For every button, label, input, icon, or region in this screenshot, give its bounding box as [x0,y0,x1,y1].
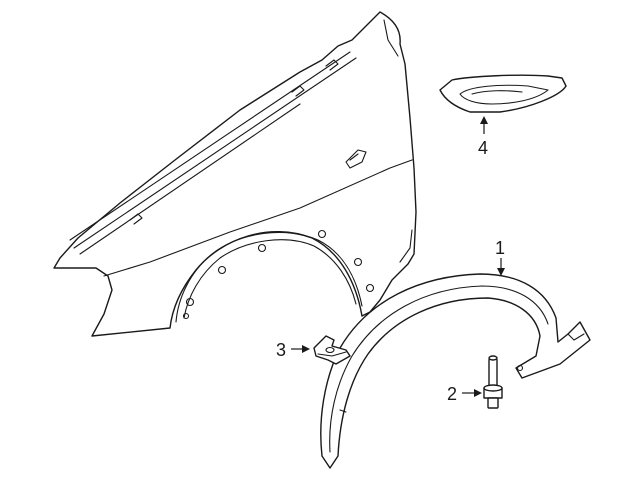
fender-flare-edge [329,285,549,453]
bracket-hole [325,346,335,354]
corner-crease [383,19,399,57]
flange-line-inner [79,103,301,255]
flange-tab [129,213,143,225]
stud-base [487,397,499,409]
fender-flare-tab [339,409,347,413]
stud-shaft [488,357,498,389]
marker-opening-inner [349,153,359,161]
clip-hole [353,257,363,267]
crease-line [103,159,413,277]
callout-4-arrow [480,116,488,124]
callout-1-number: 1 [495,238,505,258]
stud-collar-top [483,384,503,392]
fender-panel [53,11,417,337]
fender-flare-slot [516,364,524,372]
callout-1: 1 [495,238,505,276]
clip-hole [257,243,267,253]
callout-4: 4 [478,116,488,158]
clip-hole [317,229,327,239]
callout-2-number: 2 [447,384,457,404]
bracket-fold [317,351,347,357]
flange-tab [325,59,339,71]
flange-line-upper [69,51,351,241]
side-marker-trim-outline [439,74,567,113]
rear-edge [399,229,413,263]
arch-lip-inner [183,239,357,319]
fender-flare [320,273,591,469]
marker-opening [345,149,367,169]
callout-3-number: 3 [276,340,286,360]
callout-1-arrow [497,268,505,276]
fender-flare-outline [320,273,591,469]
clip-hole [182,312,190,320]
fender-outline [53,11,417,337]
stud-top [488,355,498,361]
clip-hole [365,283,375,293]
side-marker-trim-highlight [471,90,523,95]
stud [483,355,503,409]
fender-flare-tab [567,333,585,341]
bracket [313,335,351,365]
bracket-outline [313,335,351,365]
callout-4-number: 4 [478,138,488,158]
arch-lip [175,231,363,323]
callout-2-arrow [474,389,482,397]
flange-line-lower [73,57,357,249]
callout-3: 3 [276,340,310,360]
clip-hole [185,297,195,307]
clip-hole [217,265,227,275]
callout-3-arrow [302,345,310,353]
side-marker-trim-lens [459,84,549,105]
callout-2: 2 [447,384,482,404]
side-marker-trim [439,74,567,113]
flange-tab [291,85,305,97]
